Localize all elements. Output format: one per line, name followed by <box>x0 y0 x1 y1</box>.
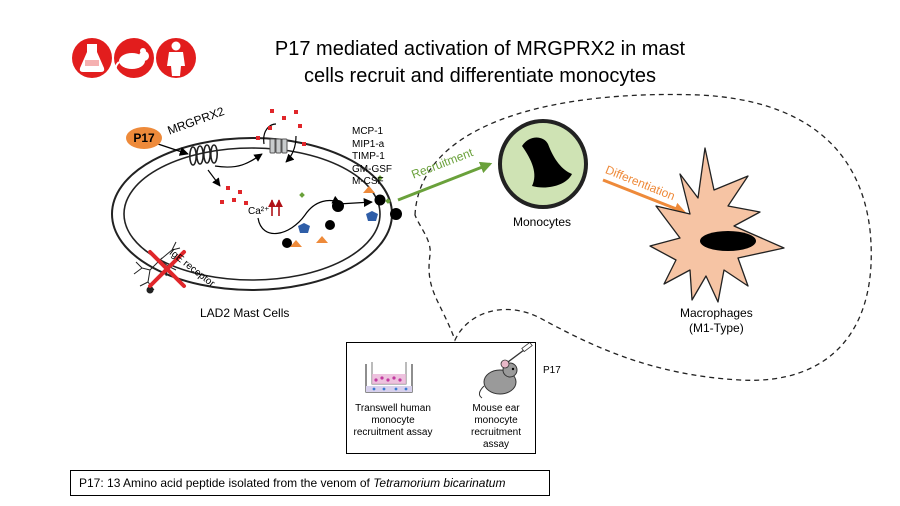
differentiation-arrow <box>602 178 687 215</box>
macrophage-label-line-2: (M1-Type) <box>689 321 744 335</box>
ige-block-cross <box>148 250 186 288</box>
cytokines-inside <box>282 200 344 248</box>
assay-panel: Transwell human monocyte recruitment ass… <box>346 342 561 454</box>
page-title: P17 mediated activation of MRGPRX2 in ma… <box>190 36 770 90</box>
secretion-channel <box>269 138 288 154</box>
monocyte-label: Monocytes <box>513 215 572 229</box>
cytokine-mcp1: MCP-1 <box>352 126 384 137</box>
assay-p17-label: P17 <box>543 365 561 376</box>
macrophage <box>649 147 785 303</box>
cytokine-mcsf: M-CSF <box>352 176 384 187</box>
cytokine-mip1a: MIP1-a <box>352 138 385 150</box>
cytokines-released <box>363 175 402 221</box>
calcium-label: Ca²⁺ <box>248 206 270 217</box>
transwell-line-3: recruitment assay <box>353 427 433 438</box>
recruitment-arrow <box>397 161 493 202</box>
flask-icon <box>72 38 112 78</box>
mouse-injection-icon <box>478 341 533 399</box>
mouse-assay-line-2: monocyte <box>474 415 518 426</box>
transwell-icon <box>365 362 413 393</box>
mrgprx2-receptor <box>189 144 219 166</box>
cytokine-list: MCP-1 MIP1-a TIMP-1 GM-GSF M-CSF <box>352 126 392 189</box>
footnote-species: Tetramorium bicarinatum <box>373 476 506 490</box>
granules <box>220 109 306 205</box>
human-icon <box>156 38 196 78</box>
transwell-assay-label: Transwell human monocyte recruitment ass… <box>353 403 433 439</box>
title-line-2: cells recruit and differentiate monocyte… <box>303 65 657 87</box>
monocyte <box>498 119 588 209</box>
transwell-line-1: Transwell human <box>355 403 431 414</box>
title-line-1: P17 mediated activation of MRGPRX2 in ma… <box>274 38 686 60</box>
transwell-line-2: monocyte <box>371 415 415 426</box>
mouse-assay-line-3: recruitment <box>470 427 521 438</box>
p17-badge: P17 <box>126 127 162 149</box>
mouse-assay-line-4: assay <box>482 439 510 450</box>
mouse-assay-line-1: Mouse ear <box>472 403 520 414</box>
macrophage-label: Macrophages (M1-Type) <box>680 306 753 336</box>
mast-cell-label: LAD2 Mast Cells <box>200 306 290 320</box>
footnote: P17: 13 Amino acid peptide isolated from… <box>70 470 550 496</box>
mouse-assay-label: Mouse ear monocyte recruitment assay <box>461 403 531 451</box>
cytokine-timp1: TIMP-1 <box>352 151 385 162</box>
tissue-boundary <box>414 93 872 381</box>
mouse-icon <box>114 38 154 78</box>
cytokine-gmgsf: GM-GSF <box>352 163 392 175</box>
footnote-text: P17: 13 Amino acid peptide isolated from… <box>79 476 374 490</box>
macrophage-label-line-1: Macrophages <box>680 306 753 320</box>
